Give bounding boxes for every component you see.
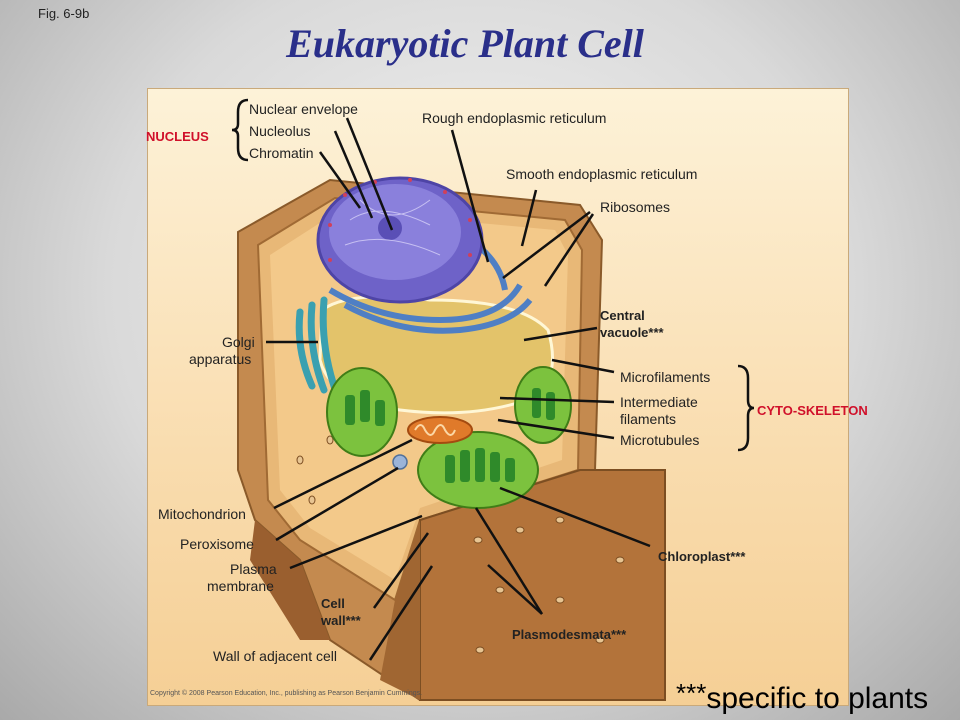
label-cytoskeleton-group: CYTO-SKELETON <box>757 403 868 418</box>
nucleus-illustration <box>316 176 484 304</box>
label-ribosomes: Ribosomes <box>600 199 671 215</box>
label-intermediate-line2: filaments <box>620 411 677 427</box>
label-chromatin: Chromatin <box>249 145 314 161</box>
label-cell-wall-line1: Cell <box>321 596 345 611</box>
label-wall-of-adjacent-cell: Wall of adjacent cell <box>213 648 337 664</box>
label-central-vacuole-line2: vacuole*** <box>600 325 664 340</box>
label-smooth-er: Smooth endoplasmic reticulum <box>506 166 698 182</box>
footnote-specific-to-plants: ***specific to plants <box>676 678 928 716</box>
footnote-text: specific to plants <box>706 682 929 715</box>
label-microtubules: Microtubules <box>620 432 700 448</box>
label-rough-er: Rough endoplasmic reticulum <box>422 110 607 126</box>
nucleus-bracket <box>231 98 249 162</box>
label-chloroplast: Chloroplast*** <box>658 549 746 564</box>
label-golgi-line2: apparatus <box>189 351 252 367</box>
leader-lines <box>266 117 651 661</box>
label-intermediate-line1: Intermediate <box>620 394 698 410</box>
page-title: Eukaryotic Plant Cell <box>286 21 644 66</box>
label-golgi-line1: Golgi <box>222 334 255 350</box>
copyright-notice: Copyright © 2008 Pearson Education, Inc.… <box>150 690 423 697</box>
label-cell-wall-line2: wall*** <box>321 613 361 628</box>
label-mitochondrion: Mitochondrion <box>158 506 246 522</box>
figure-number: Fig. 6-9b <box>38 6 90 21</box>
label-microfilaments: Microfilaments <box>620 369 711 385</box>
label-plasma-membrane-line1: Plasma <box>230 561 277 577</box>
label-plasmodesmata: Plasmodesmata*** <box>512 627 627 642</box>
label-plasma-membrane-line2: membrane <box>207 578 274 594</box>
label-central-vacuole-line1: Central <box>600 308 645 323</box>
label-peroxisome: Peroxisome <box>180 536 254 552</box>
golgi-illustration <box>295 296 340 396</box>
cytoskeleton-bracket <box>737 364 755 452</box>
label-nucleolus: Nucleolus <box>249 123 311 139</box>
label-nuclear-envelope: Nuclear envelope <box>249 101 358 117</box>
footnote-stars: *** <box>676 678 707 708</box>
label-nucleus-group: NUCLEUS <box>146 129 209 144</box>
